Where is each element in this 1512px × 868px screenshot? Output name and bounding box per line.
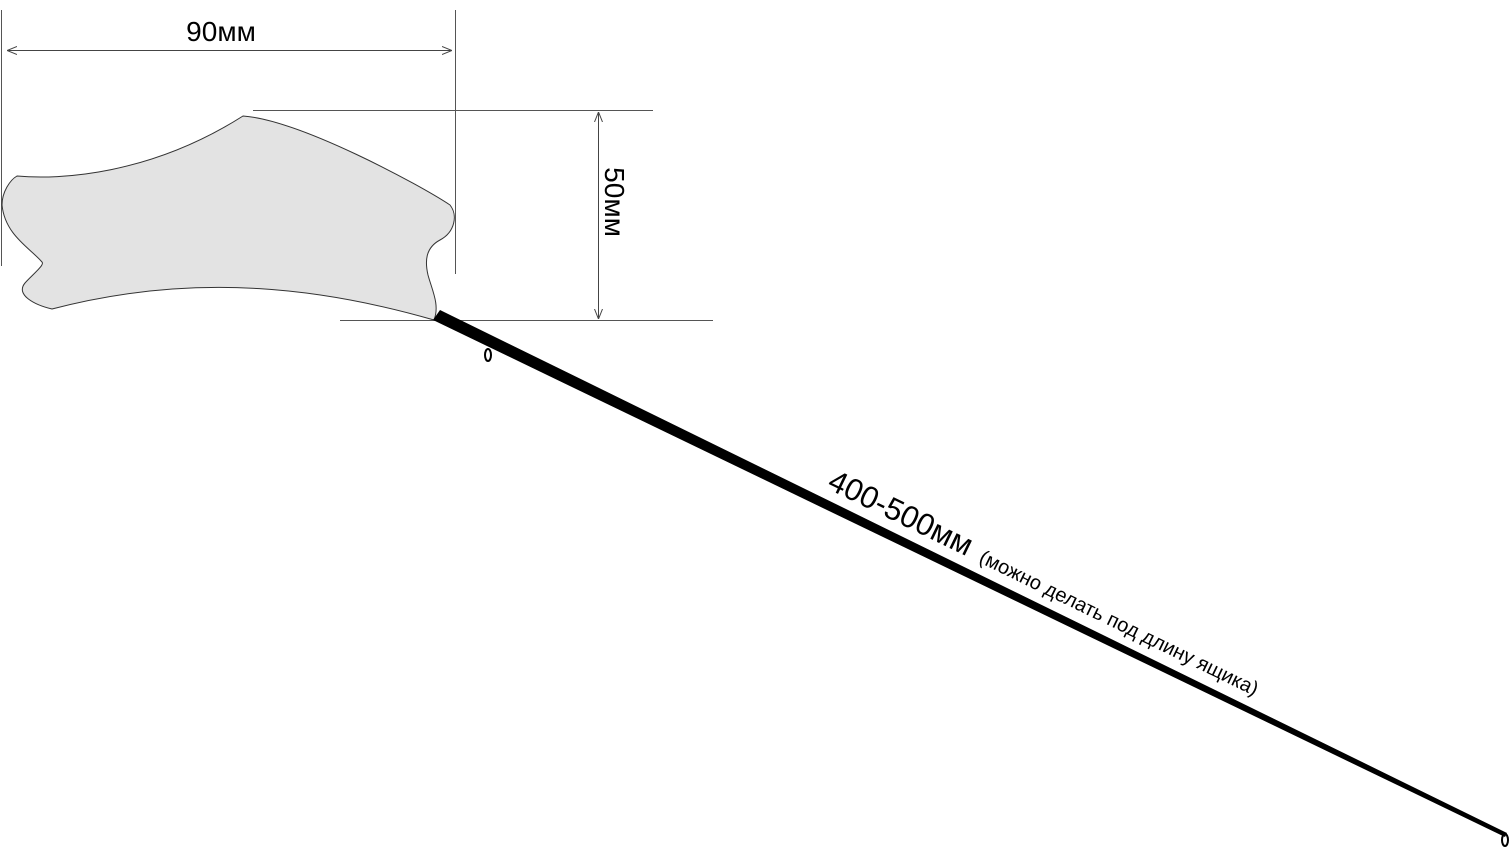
rod-label: 400-500мм (можно делать под длину ящика) [823, 463, 1267, 702]
height-dimension: 50мм [253, 110, 713, 321]
svg-text:400-500мм (можно делать: 400-500мм (можно делать под длину ящика) [823, 463, 1267, 702]
scraper-head-shape [1, 115, 455, 321]
width-label: 90мм [186, 16, 256, 47]
width-dimension: 90мм [1, 10, 456, 274]
height-label: 50мм [599, 167, 630, 237]
ring-icon [1501, 833, 1509, 847]
ring-icon [484, 348, 492, 362]
rod-note: (можно делать под длину ящика) [976, 546, 1262, 700]
rod [433, 310, 1507, 837]
